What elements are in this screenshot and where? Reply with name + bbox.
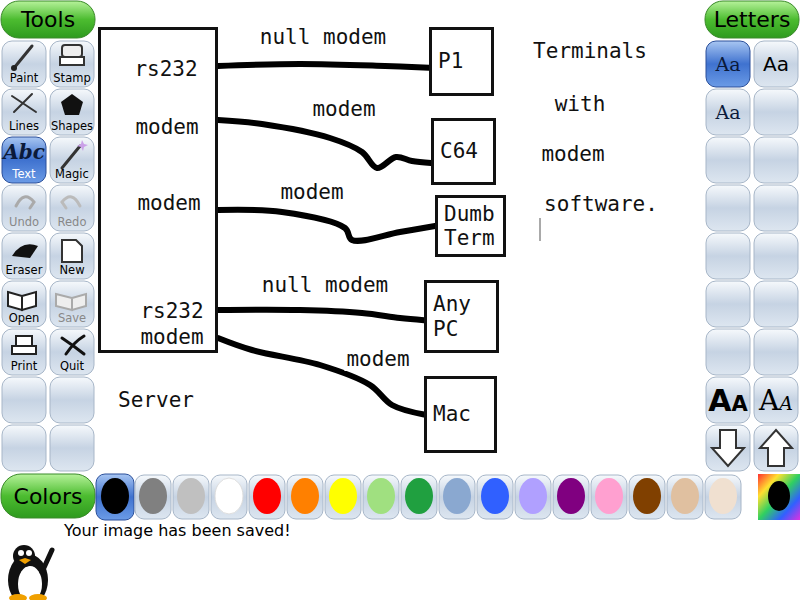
tool-label: New <box>59 263 84 277</box>
terminal-name: Any PC <box>433 292 490 340</box>
canvas-note: Terminals <box>533 39 647 63</box>
cable-line <box>218 338 424 415</box>
font-sample: Aa <box>715 53 740 75</box>
cable-label: null modem <box>258 25 388 49</box>
status-message: Your image has been saved! <box>64 521 291 540</box>
port-label: modem <box>140 325 203 349</box>
terminal-box: Mac <box>424 376 497 453</box>
tool-icons <box>8 45 88 354</box>
terminal-box: C64 <box>431 118 496 185</box>
tools-header <box>1 1 95 38</box>
tool-label: Print <box>11 359 37 373</box>
port-label: rs232 <box>140 299 203 323</box>
header-title: Colors <box>14 484 83 509</box>
cable-label: modem <box>278 180 345 204</box>
terminal-box: P1 <box>429 27 494 96</box>
font-sample: Aa <box>763 52 789 76</box>
terminal-name: Dumb Term <box>444 202 497 250</box>
tool-label: Paint <box>10 71 38 85</box>
colors-header <box>1 474 95 518</box>
cable-line <box>218 310 424 320</box>
font-sample: Aa <box>715 101 740 123</box>
tux-penguin <box>8 545 52 600</box>
canvas-note: modem <box>541 142 604 166</box>
terminal-box: Dumb Term <box>435 195 506 257</box>
size-button-glyph: AA <box>759 384 793 417</box>
cable-label: modem <box>310 97 377 121</box>
tool-label: Open <box>9 311 40 325</box>
port-label: rs232 <box>134 57 197 81</box>
terminal-box: Any PC <box>424 280 499 353</box>
terminal-name: C64 <box>440 139 478 163</box>
tool-label-disabled: Undo <box>9 215 39 229</box>
cable-label: modem <box>344 347 411 371</box>
server-box: rs232modemmodemrs232modemServer <box>98 27 218 353</box>
tool-label-disabled: Save <box>58 311 86 325</box>
tool-buttons <box>2 41 94 471</box>
canvas-note: with <box>555 92 606 116</box>
header-title: Letters <box>714 7 791 32</box>
cable-line <box>218 120 431 168</box>
canvas-note: software. <box>544 192 658 216</box>
tool-label: Magic <box>55 167 89 181</box>
tool-label: Lines <box>9 119 39 133</box>
terminal-name: P1 <box>438 49 463 73</box>
scroll-down-arrow <box>712 430 744 466</box>
letter-buttons <box>706 41 798 471</box>
cable-label: null modem <box>260 273 390 297</box>
letters-header <box>705 1 799 38</box>
tool-label-disabled: Redo <box>58 215 87 229</box>
tool-label: Eraser <box>6 263 43 277</box>
tool-label: Text <box>12 167 35 181</box>
tool-label: Shapes <box>51 119 93 133</box>
color-palette <box>96 474 800 520</box>
port-label: modem <box>137 191 200 215</box>
cable-line <box>218 64 429 68</box>
size-button-glyph: AA <box>708 383 747 418</box>
scroll-up-arrow <box>760 430 792 466</box>
header-title: Tools <box>21 7 75 32</box>
port-label: modem <box>135 115 198 139</box>
tool-icon-text: Abc <box>3 140 45 164</box>
port-label: Server <box>118 388 194 412</box>
text-cursor <box>540 218 541 241</box>
tool-label: Quit <box>60 359 84 373</box>
terminal-name: Mac <box>433 402 471 426</box>
tool-label: Stamp <box>53 71 90 85</box>
cable-line <box>218 210 435 241</box>
